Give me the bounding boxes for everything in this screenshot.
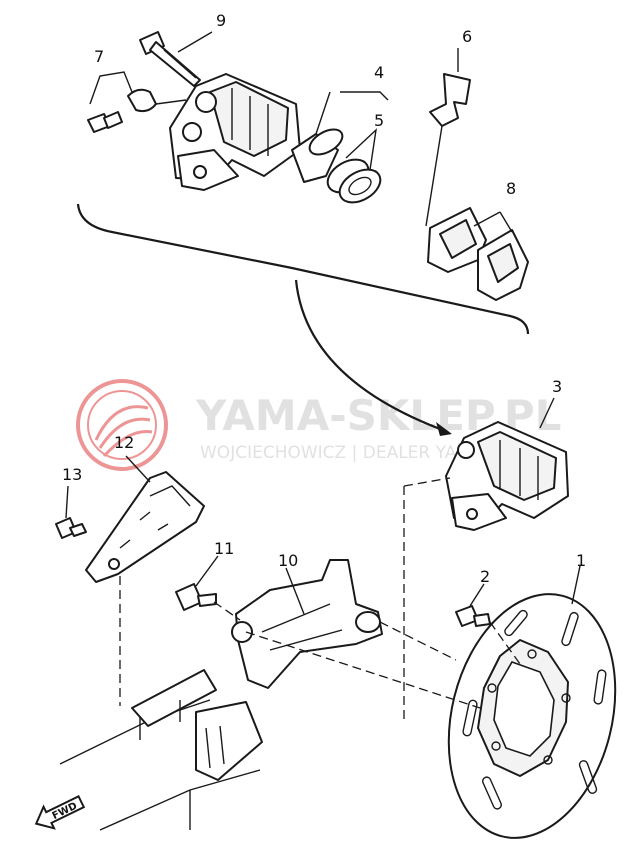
fwd-direction-arrow: FWD bbox=[34, 794, 86, 830]
callout-9: 9 bbox=[216, 11, 226, 30]
callout-1: 1 bbox=[576, 551, 586, 570]
connector-arrowhead bbox=[436, 422, 452, 436]
callout-4: 4 bbox=[374, 63, 384, 82]
callout-12: 12 bbox=[114, 433, 134, 452]
part-12-disc-guard bbox=[85, 455, 205, 583]
part-1-brake-disc bbox=[447, 565, 617, 839]
callout-5: 5 bbox=[374, 111, 384, 130]
callout-7: 7 bbox=[94, 47, 104, 66]
part-5-piston-seals bbox=[326, 128, 382, 204]
assembly-group-bracket bbox=[76, 203, 530, 335]
swingarm-section bbox=[59, 669, 263, 831]
callout-labels: 9 7 4 5 6 8 3 12 13 11 10 2 1 bbox=[62, 11, 586, 586]
part-10-caliper-bracket bbox=[231, 559, 383, 689]
part-8-brake-pads bbox=[425, 125, 529, 301]
callout-10: 10 bbox=[278, 551, 298, 570]
watermark-subtitle: WOJCIECHOWICZ | DEALER YAMAHA bbox=[200, 443, 507, 463]
caliper-body-exploded bbox=[169, 73, 301, 191]
callout-8: 8 bbox=[506, 179, 516, 198]
part-2-disc-bolt bbox=[455, 583, 491, 627]
part-4-piston bbox=[291, 91, 389, 183]
part-3-caliper-assembly bbox=[445, 397, 569, 531]
part-7-bleed-screw bbox=[87, 71, 187, 133]
part-9-pin-bolt bbox=[139, 31, 213, 87]
assembly-group-connector bbox=[294, 279, 449, 434]
part-6-pad-spring bbox=[429, 48, 471, 127]
callout-3: 3 bbox=[552, 377, 562, 396]
part-13-guard-bolt bbox=[55, 485, 87, 539]
callout-2: 2 bbox=[480, 567, 490, 586]
callout-6: 6 bbox=[462, 27, 472, 46]
watermark-logo-icon bbox=[76, 379, 168, 471]
alignment-lines bbox=[119, 477, 521, 720]
part-11-bracket-bolt bbox=[175, 555, 219, 611]
callout-13: 13 bbox=[62, 465, 82, 484]
callout-11: 11 bbox=[214, 539, 234, 558]
forward-arrow-icon bbox=[34, 794, 86, 830]
